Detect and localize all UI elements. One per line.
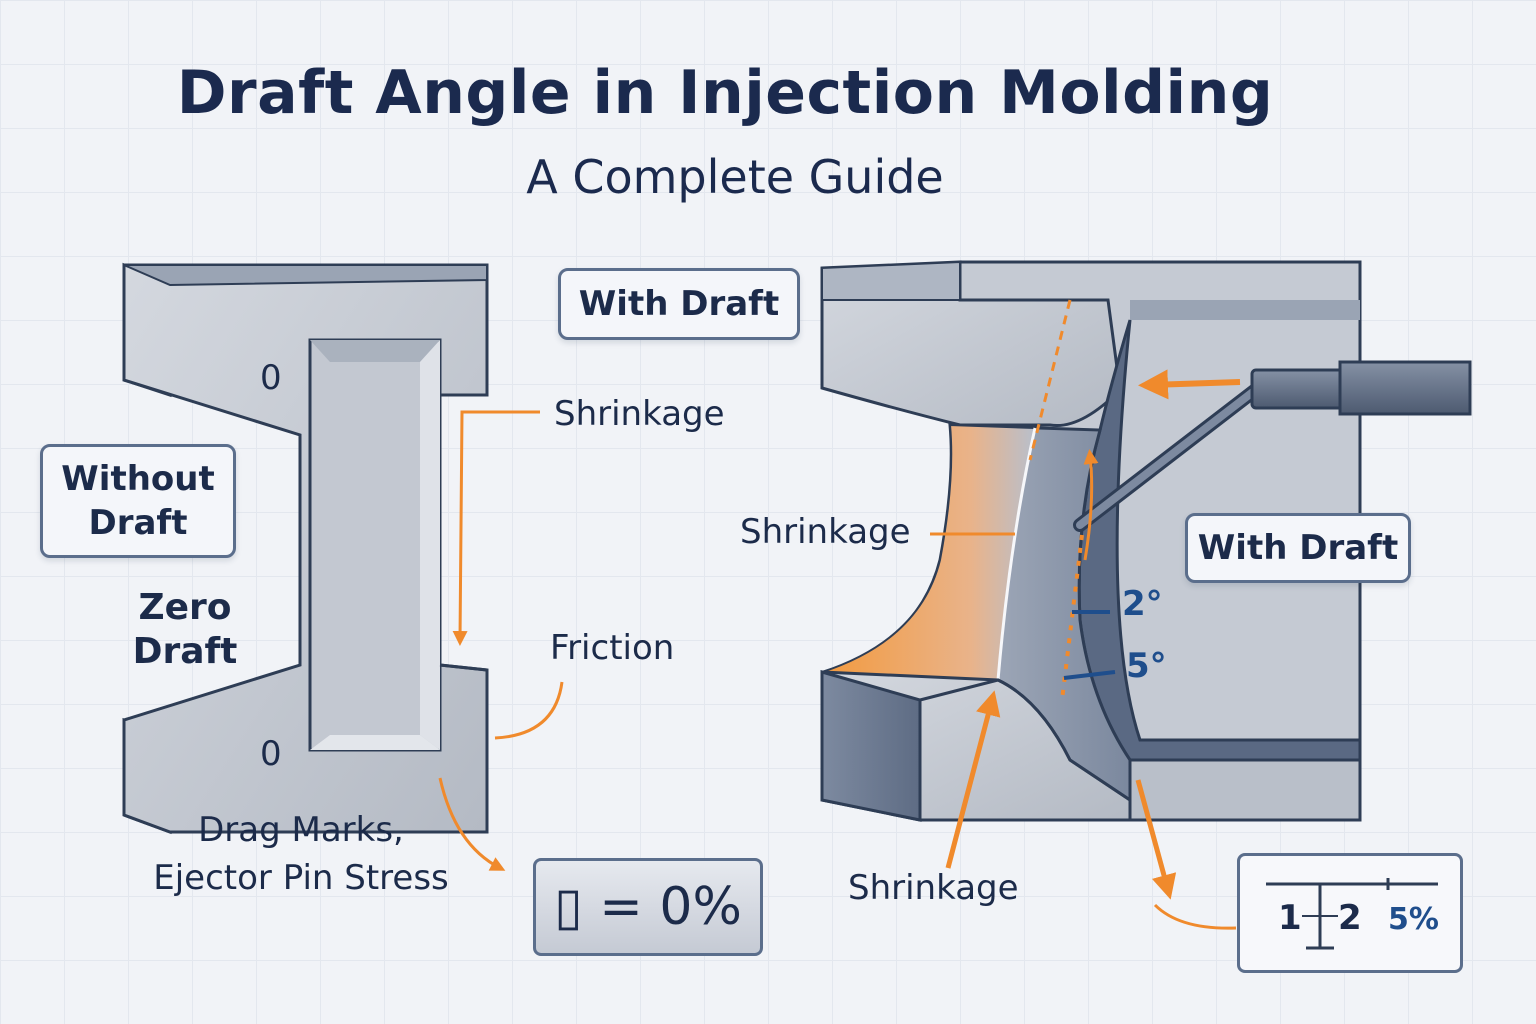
with-draft-center-box: With Draft (558, 268, 800, 340)
tolerance-box: 1 2 5% (1237, 853, 1463, 973)
ejection-arrow (1135, 779, 1177, 900)
friction-curve (494, 681, 564, 740)
ejector-pin (1073, 360, 1472, 532)
zero-draft-label: Zero Draft (132, 587, 238, 672)
shrink-up-arrow (1083, 449, 1099, 561)
bottom-shrinkage-label: Shrinkage (848, 868, 1019, 908)
injection-arrow (1138, 369, 1241, 400)
with-draft-right-label: With Draft (1197, 528, 1399, 568)
without-draft-label: Without Draft (61, 459, 215, 543)
without-draft-box: Without Draft (40, 444, 236, 558)
right-annotations (930, 369, 1241, 930)
with-draft-right-box: With Draft (1185, 513, 1411, 583)
angle-5-label: 5° (1126, 646, 1167, 686)
tolerance-symbol (1266, 878, 1438, 950)
zero-draft-formula: ▯ = 0% (533, 858, 763, 956)
ejector-arrow (438, 777, 506, 871)
tolerance-percent: 5% (1388, 902, 1439, 937)
angle-2-label: 2° (1122, 584, 1163, 624)
left-shrinkage-label: Shrinkage (554, 394, 725, 434)
with-draft-center-label: With Draft (578, 284, 780, 324)
page-subtitle: A Complete Guide (526, 150, 944, 204)
left-mold-part (122, 262, 489, 835)
left-annotations (438, 410, 564, 871)
tolerance-b: 2 (1338, 898, 1362, 938)
shrinkage-arrow (452, 410, 540, 646)
bottom-zero-label: 0 (260, 734, 282, 774)
right-shrinkage-label: Shrinkage (740, 512, 911, 552)
friction-label: Friction (550, 628, 675, 668)
top-zero-label: 0 (260, 358, 282, 398)
tolerance-a: 1 (1278, 898, 1302, 938)
defects-label: Drag Marks, Ejector Pin Stress (153, 810, 449, 898)
shrinkage-bottom-arrow (945, 690, 1001, 869)
page-title: Draft Angle in Injection Molding (176, 58, 1274, 128)
